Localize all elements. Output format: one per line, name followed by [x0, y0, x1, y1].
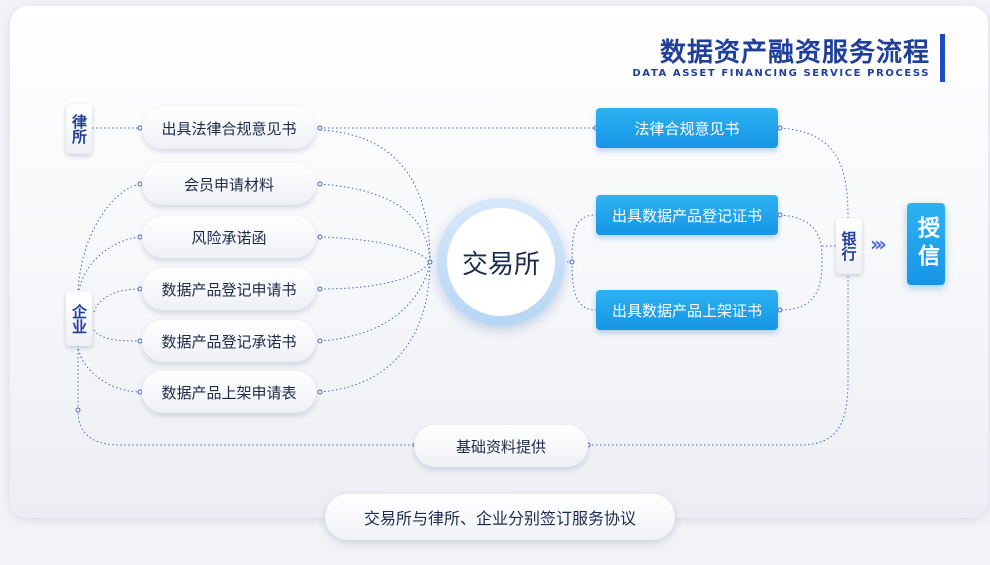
listing-certificate-box: 出具数据产品上架证书: [596, 290, 778, 330]
agreement-pill: 交易所与律所、企业分别签订服务协议: [325, 494, 675, 540]
exchange-hub: 交易所: [447, 208, 555, 316]
member-application-pill: 会员申请材料: [142, 163, 316, 205]
registration-commitment-pill: 数据产品登记承诺书: [142, 320, 316, 362]
legal-opinion-box: 法律合规意见书: [596, 108, 778, 148]
bank-node: 银行: [836, 218, 862, 274]
legal-opinion-pill: 出具法律合规意见书: [142, 107, 316, 149]
enterprise-node: 企业: [66, 292, 92, 346]
credit-node: 授信: [907, 203, 945, 285]
law-firm-node: 律所: [66, 104, 92, 154]
basic-info-pill: 基础资料提供: [414, 425, 588, 467]
diagram-title: 数据资产融资服务流程: [659, 38, 930, 68]
risk-commitment-pill: 风险承诺函: [142, 216, 316, 258]
title-accent-bar: [940, 34, 945, 82]
listing-application-pill: 数据产品上架申请表: [142, 371, 316, 413]
diagram-subtitle: DATA ASSET FINANCING SERVICE PROCESS: [632, 68, 930, 79]
registration-certificate-box: 出具数据产品登记证书: [596, 195, 778, 235]
registration-application-pill: 数据产品登记申请书: [142, 268, 316, 310]
double-chevron-icon: ›››: [870, 232, 887, 256]
